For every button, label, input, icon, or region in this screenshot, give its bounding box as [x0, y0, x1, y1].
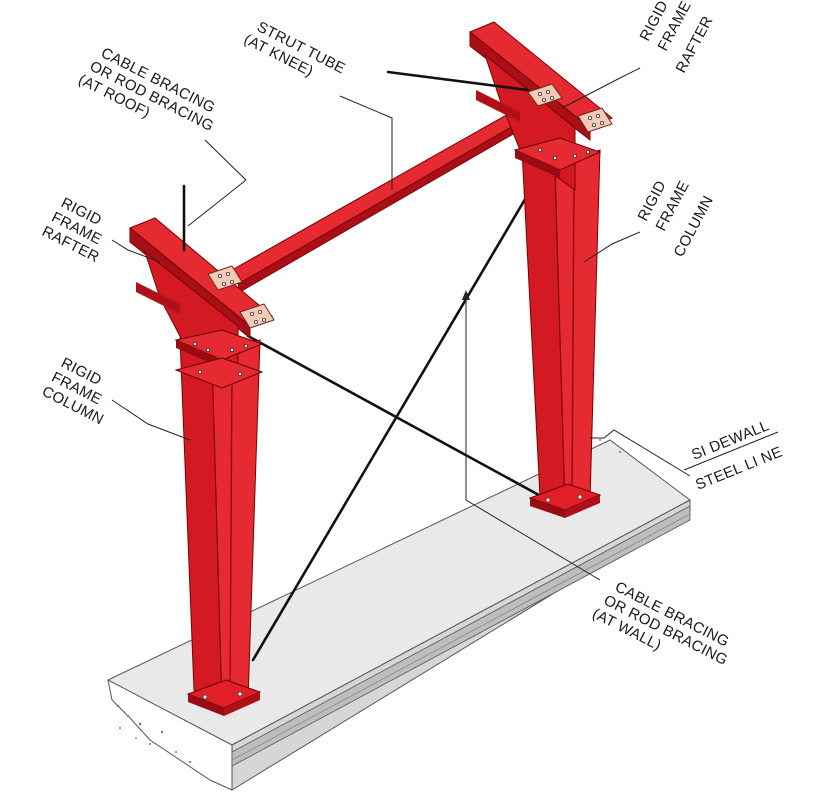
label-sidewall-steel-line: SI DEWALL STEEL LI NE [689, 417, 785, 494]
svg-text:RIGID FRAME COLUMN: RIGID FRAME COLUMN [39, 353, 122, 429]
label-column-right: RIGID FRAME COLUMN [635, 178, 717, 260]
label-cable-wall: CABLE BRACING OR ROD BRACING (AT WALL) [590, 575, 743, 686]
label-cable-roof: CABLE BRACING OR ROD BRACING (AT ROOF) [76, 41, 229, 152]
left-rigid-frame-column [179, 337, 262, 716]
wall-cable-b [246, 334, 550, 502]
svg-text:CABLE BRACING OR ROD BRA: CABLE BRACING OR ROD BRACING (AT ROOF) [76, 41, 229, 152]
left-rigid-frame-rafter [129, 217, 275, 389]
wall-cable-bracing [246, 138, 562, 662]
right-rigid-frame-column [521, 149, 602, 518]
svg-text:STRUT TUBE (AT KNEE): STRUT TUBE (AT KNEE) [241, 16, 352, 95]
concrete-foundation [106, 439, 691, 791]
wall-cable-a [251, 138, 562, 662]
label-rafter-left: RIGID FRAME RAFTER [39, 193, 117, 267]
roof-cable-bracing [182, 70, 530, 252]
svg-text:CABLE BRACING OR ROD BRA: CABLE BRACING OR ROD BRACING (AT WALL) [590, 575, 743, 686]
svg-text:RIGID FRAME RAFTER: RIGID FRAME RAFTER [39, 193, 117, 267]
label-rafter-right: RIGID FRAME RAFTER [637, 0, 717, 76]
roof-cable-right [386, 70, 530, 92]
label-strut-tube: STRUT TUBE (AT KNEE) [241, 16, 352, 95]
label-column-left: RIGID FRAME COLUMN [39, 353, 122, 429]
right-rigid-frame-rafter [469, 21, 613, 191]
strut-tube [231, 95, 549, 293]
leader-lines [111, 67, 779, 581]
